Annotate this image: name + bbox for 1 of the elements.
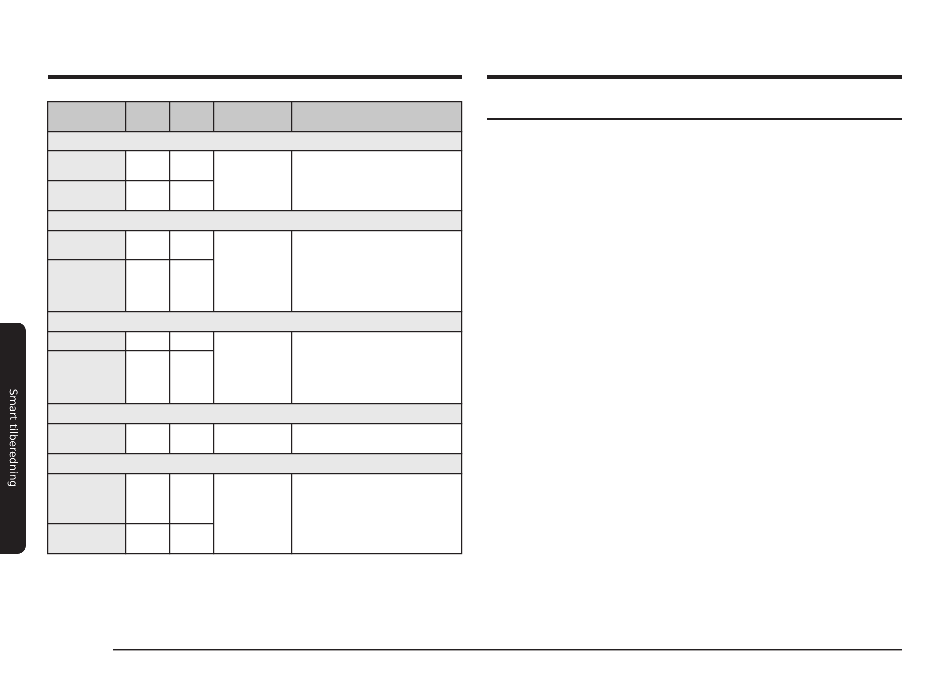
section-tab: Smart tilberedning — [0, 323, 26, 554]
